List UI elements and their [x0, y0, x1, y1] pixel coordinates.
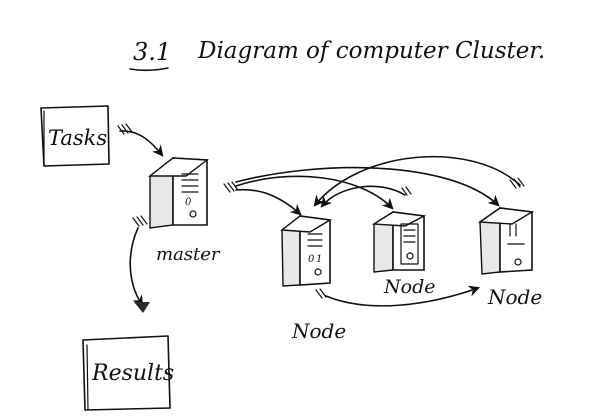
results-box: Results	[82, 335, 174, 411]
node-left-tower: 0 1 Node	[280, 214, 346, 343]
tasks-box: Tasks	[40, 105, 110, 167]
master-tower: 0 master	[147, 156, 221, 265]
node-right-tower: Node	[477, 206, 542, 309]
title-text: Diagram of computer Cluster.	[197, 38, 545, 64]
svg-text:0: 0	[185, 197, 192, 208]
master-label: master	[156, 244, 221, 265]
diagram-title: 3.1 Diagram of computer Cluster.	[129, 38, 545, 72]
arrows-nodes-to-master	[313, 155, 525, 208]
tasks-box-outline	[40, 105, 110, 167]
arrow-tasks-to-master	[117, 123, 164, 157]
node-right-label: Node	[487, 285, 542, 309]
title-number: 3.1	[133, 38, 171, 66]
svg-text:1: 1	[316, 254, 322, 265]
title-number-underline	[129, 67, 169, 72]
node-middle-label: Node	[383, 276, 435, 298]
node-middle-tower: Node	[371, 210, 435, 298]
arrows-master-to-nodes	[223, 166, 500, 216]
arrow-node-to-node	[315, 285, 481, 307]
tasks-label: Tasks	[48, 126, 107, 150]
arrow-master-to-results	[129, 215, 150, 313]
results-label: Results	[91, 361, 174, 386]
node-left-label: Node	[291, 319, 346, 343]
svg-text:0: 0	[308, 254, 315, 265]
results-box-outline	[82, 335, 171, 411]
